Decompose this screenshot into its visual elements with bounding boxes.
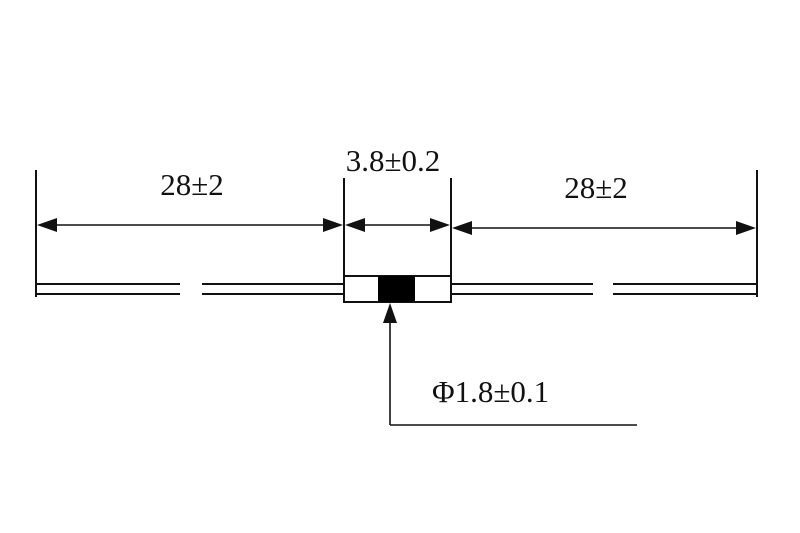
arrow-head-icon: [345, 218, 365, 232]
cathode-band: [378, 276, 415, 302]
right-lead-length-label: 28±2: [564, 170, 628, 205]
body-length-label: 3.8±0.2: [346, 143, 441, 178]
right-lead-wire: [451, 283, 757, 295]
left-lead-dimension: 28±2: [37, 167, 343, 232]
arrow-head-icon: [452, 221, 472, 235]
diameter-leader: Φ1.8±0.1: [383, 303, 637, 426]
left-lead-length-label: 28±2: [160, 167, 224, 202]
arrow-head-icon: [430, 218, 450, 232]
body-diameter-label: Φ1.8±0.1: [432, 374, 549, 409]
body-length-dimension: 3.8±0.2: [345, 143, 450, 232]
arrow-head-icon: [383, 303, 397, 323]
left-lead-wire: [36, 283, 344, 295]
arrow-head-icon: [736, 221, 756, 235]
arrow-head-icon: [37, 218, 57, 232]
right-lead-dimension: 28±2: [452, 170, 756, 235]
arrow-head-icon: [323, 218, 343, 232]
component-body: [343, 275, 452, 303]
